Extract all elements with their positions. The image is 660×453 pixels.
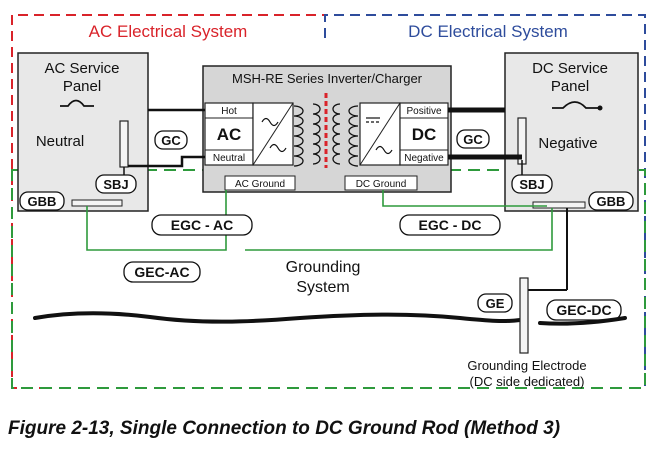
dc-terminal-block xyxy=(399,102,449,166)
sbj-tag-dc-label: SBJ xyxy=(519,177,544,192)
inverter-title: MSH-RE Series Inverter/Charger xyxy=(232,71,423,86)
grounding-region-border xyxy=(11,169,646,389)
ge-tag-label: GE xyxy=(486,296,505,311)
gec-dc-tag-label: GEC-DC xyxy=(556,302,611,318)
ac-ground-terminal xyxy=(224,175,296,191)
grounding-system-label-line1: Grounding xyxy=(286,259,361,276)
ac-terminal-block xyxy=(204,102,254,166)
gbb-tag-dc xyxy=(588,191,634,211)
sbj-tag-dc xyxy=(511,174,553,194)
ac-block-label: AC xyxy=(217,125,242,144)
dc-ground-bus-bar xyxy=(532,201,586,209)
egc-ac-tag xyxy=(151,214,253,236)
gbb-tag-ac-label: GBB xyxy=(28,194,57,209)
ac-region-title: AC Electrical System xyxy=(89,22,248,41)
gec-dc-tag xyxy=(546,299,622,321)
ac-neutral-terminal-label: Neutral xyxy=(213,153,245,164)
egc-ac-tag-label: EGC - AC xyxy=(171,217,233,233)
dc-panel-negative-label: Negative xyxy=(538,135,597,152)
dc-region-border xyxy=(324,14,646,388)
electrode-label-line2: (DC side dedicated) xyxy=(470,374,585,389)
ac-breaker-icon xyxy=(60,99,94,107)
sbj-tag-ac-label: SBJ xyxy=(103,177,128,192)
dc-panel-title-line1: DC Service xyxy=(532,60,608,77)
ac-neutral-bar xyxy=(119,120,129,168)
dc-positive-label: Positive xyxy=(406,106,441,117)
ac-panel-neutral-label: Neutral xyxy=(36,133,84,150)
dc-negative-terminal-label: Negative xyxy=(404,153,444,164)
dc-block-label: DC xyxy=(412,125,437,144)
grounding-system-label-line2: System xyxy=(296,279,349,296)
sbj-tag-ac xyxy=(95,174,137,194)
egc-dc-tag xyxy=(399,214,501,236)
dc-ground-terminal xyxy=(344,175,418,191)
ac-panel-title-line1: AC Service xyxy=(44,60,119,77)
egc-dc-conductor xyxy=(382,190,547,207)
earth-line xyxy=(33,311,522,324)
ac-ground-bus-bar xyxy=(71,199,123,207)
egc-dc-tag-label: EGC - DC xyxy=(419,217,482,233)
gbb-tag-dc-label: GBB xyxy=(597,194,626,209)
ac-panel-title-line2: Panel xyxy=(63,78,101,95)
transformer-icon xyxy=(293,103,359,167)
gc-tag-dc xyxy=(456,129,490,149)
figure-caption: Figure 2-13, Single Connection to DC Gro… xyxy=(8,418,561,439)
dc-region-title: DC Electrical System xyxy=(408,22,568,41)
gc-tag-ac-label: GC xyxy=(161,133,181,148)
ac-hot-label: Hot xyxy=(221,106,237,117)
gec-ac-conductor xyxy=(245,208,553,251)
gec-ac-tag-label: GEC-AC xyxy=(134,264,189,280)
gc-tag-ac xyxy=(154,130,188,150)
dc-breaker-icon xyxy=(552,101,600,109)
ac-ground-label: AC Ground xyxy=(235,179,285,190)
dc-panel-title-line2: Panel xyxy=(551,78,589,95)
electrode-label-line1: Grounding Electrode xyxy=(467,358,586,373)
dc-ground-label: DC Ground xyxy=(356,179,407,190)
gbb-tag-ac xyxy=(19,191,65,211)
gc-tag-dc-label: GC xyxy=(463,132,483,147)
ac-region-border xyxy=(11,14,326,389)
ground-rod xyxy=(519,277,529,354)
gec-ac-tag xyxy=(123,261,201,283)
ge-tag xyxy=(477,293,513,313)
